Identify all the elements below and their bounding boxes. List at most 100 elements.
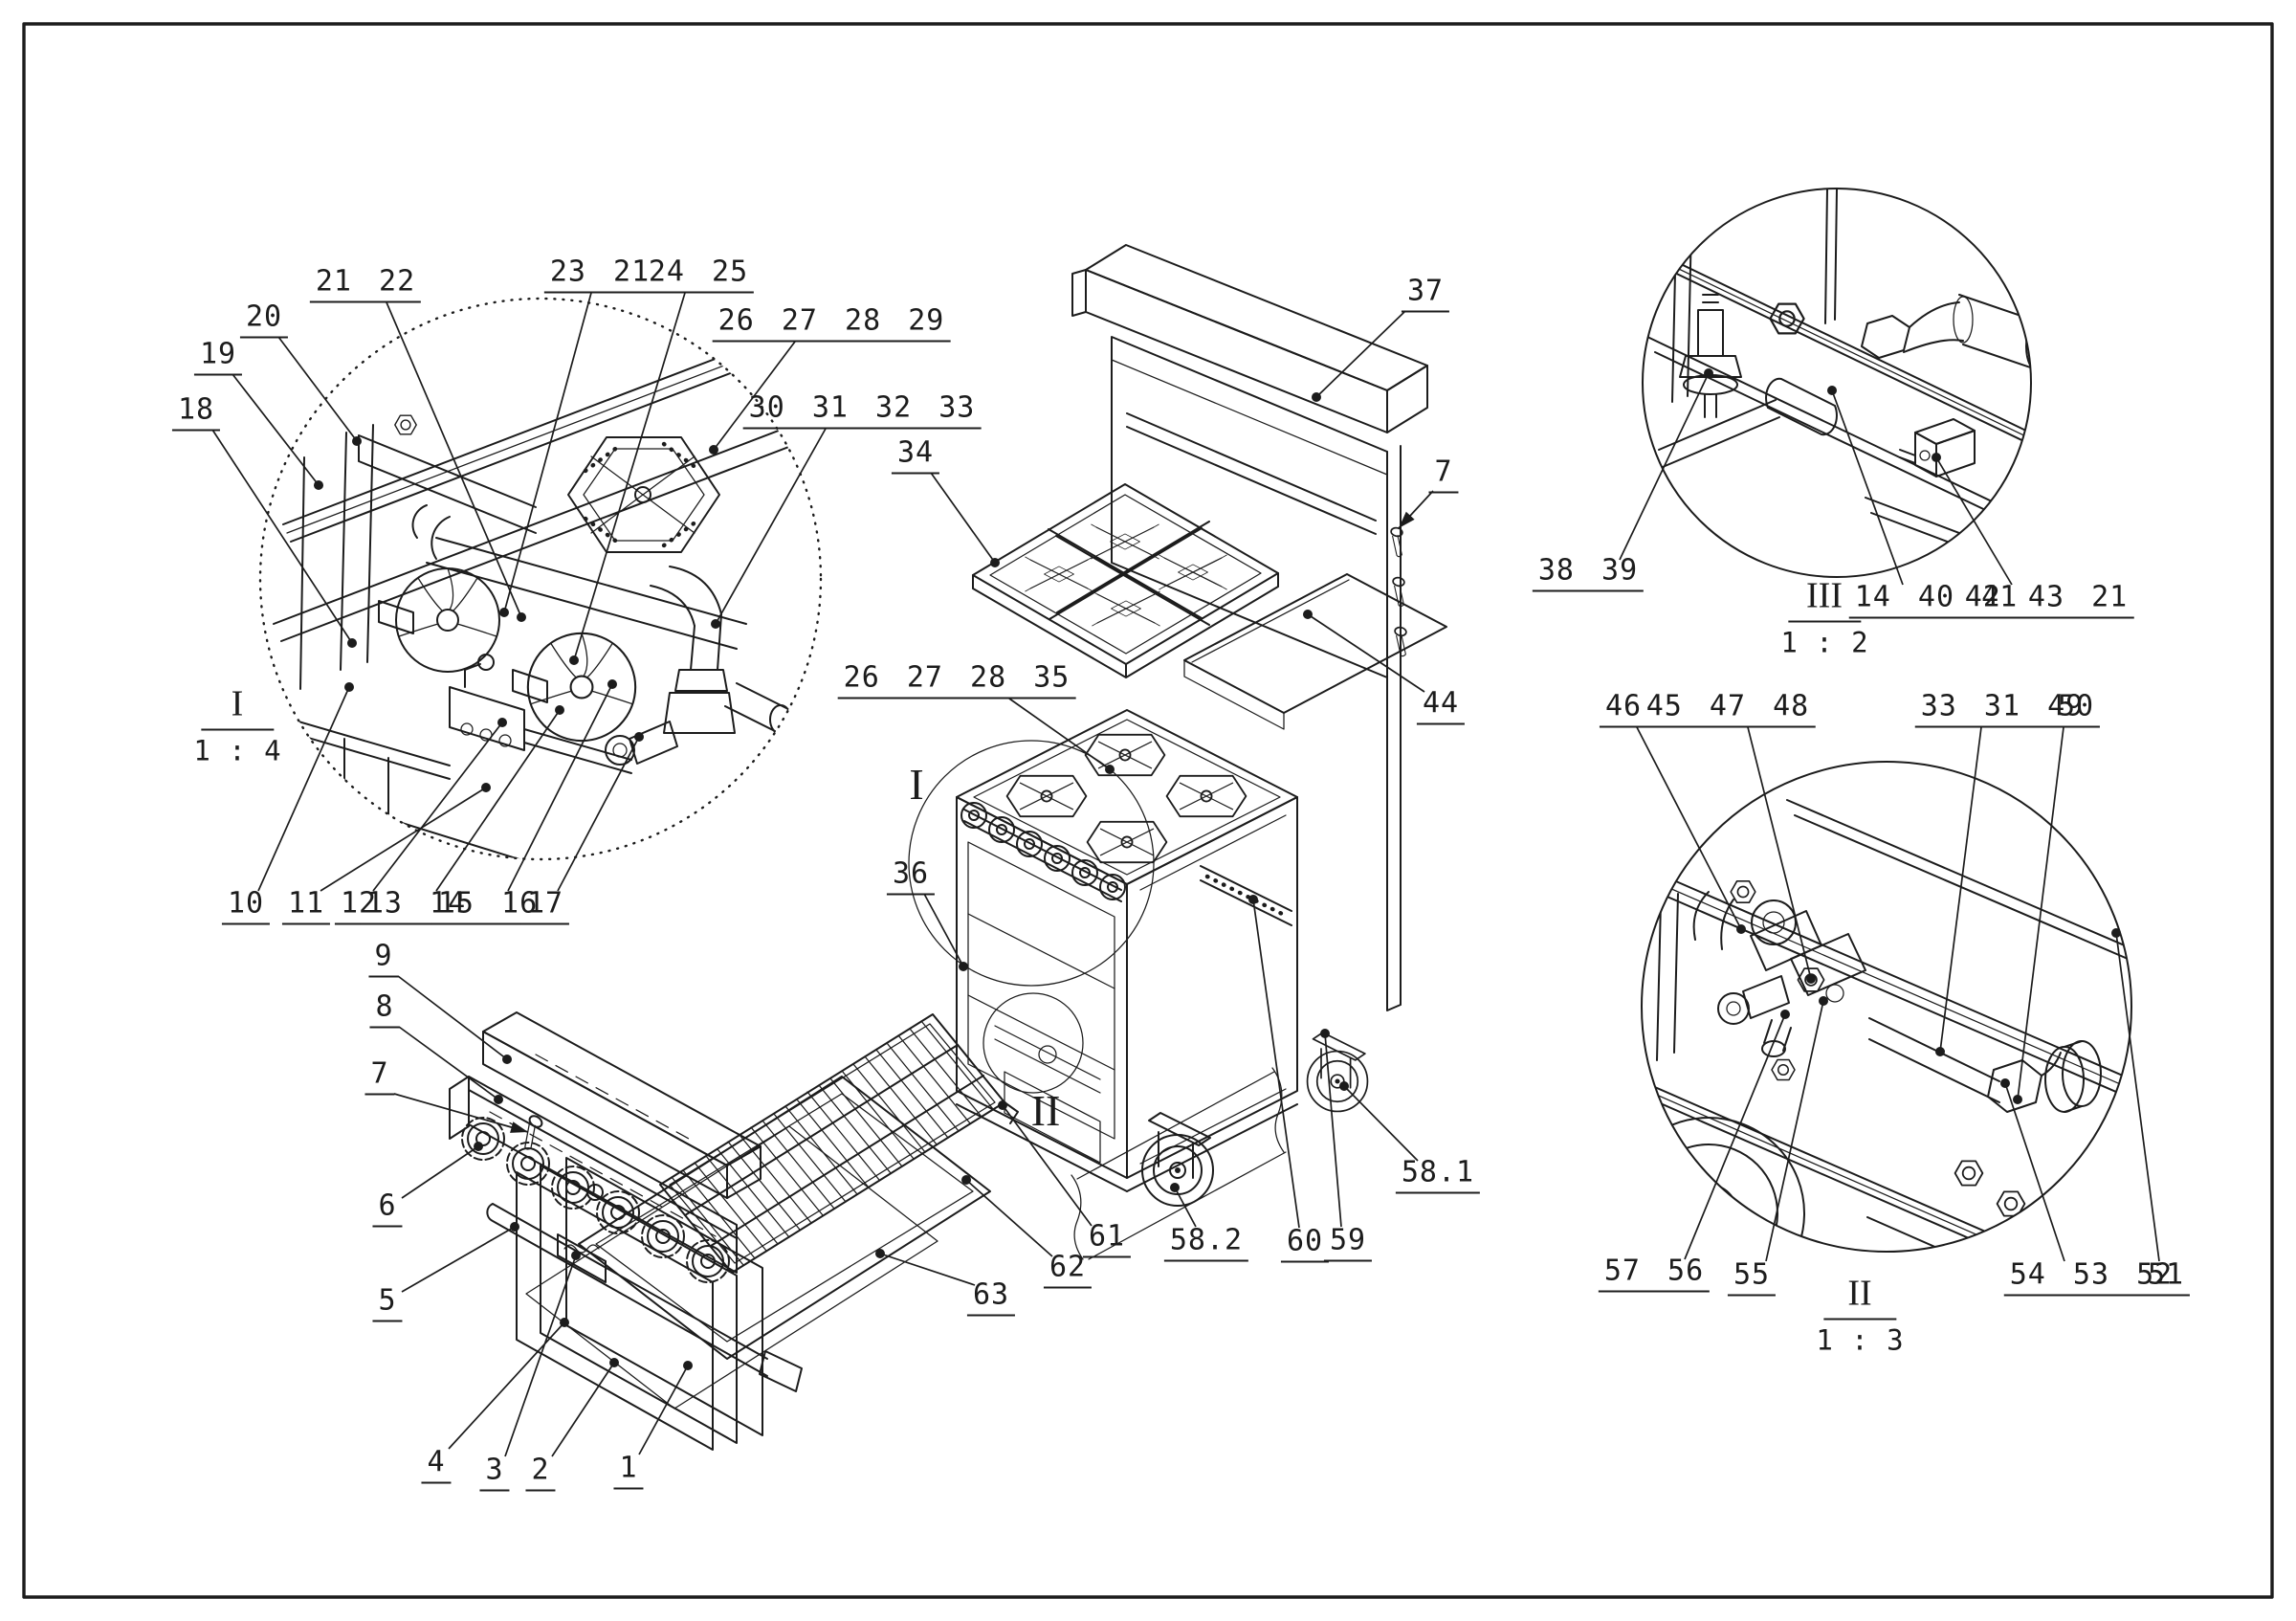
leader-dot bbox=[517, 612, 526, 622]
callout-5: 5 bbox=[372, 1286, 403, 1322]
leader-dot bbox=[1806, 974, 1816, 984]
leader-line bbox=[1747, 726, 1812, 980]
callout-61: 61 bbox=[1082, 1222, 1132, 1258]
leader-dot bbox=[2013, 1095, 2022, 1104]
leader-dot bbox=[1935, 1047, 1945, 1056]
callout-13-14: 13 14 bbox=[360, 889, 473, 925]
leader-dot bbox=[1170, 1183, 1180, 1192]
leader-dot bbox=[555, 705, 564, 715]
leader-dot bbox=[2000, 1078, 2010, 1088]
leader-line bbox=[715, 428, 827, 625]
leader-dot bbox=[1932, 453, 1941, 462]
leader-line bbox=[1935, 456, 2013, 586]
callout-15-16: 15 16 bbox=[431, 889, 544, 925]
leader-line bbox=[1002, 1104, 1093, 1227]
leader-line bbox=[1765, 1000, 1824, 1262]
detail-region-marker-I: I bbox=[909, 760, 924, 809]
leader-dot bbox=[711, 619, 720, 629]
callout-7: 7 bbox=[364, 1059, 395, 1096]
leader-line bbox=[2017, 726, 2064, 1100]
leader-dot bbox=[314, 480, 323, 490]
leader-line bbox=[2004, 1082, 2065, 1262]
leader-line bbox=[1174, 1187, 1197, 1228]
leader-dot bbox=[474, 1142, 483, 1151]
leader-dot bbox=[352, 436, 362, 446]
callout-14-40-41: 14 40 41 bbox=[1848, 583, 2024, 619]
leader-dot bbox=[1780, 1010, 1790, 1019]
leader-line bbox=[257, 686, 350, 892]
callout-59: 59 bbox=[1323, 1226, 1373, 1262]
callout-55: 55 bbox=[1727, 1260, 1777, 1297]
leader-dot bbox=[560, 1318, 569, 1327]
leader-dot bbox=[961, 1175, 971, 1185]
leader-line bbox=[386, 301, 522, 618]
callout-46: 46 bbox=[1599, 692, 1648, 728]
leader-dot bbox=[998, 1100, 1007, 1110]
leader-dot bbox=[1303, 610, 1313, 619]
leader-dot bbox=[607, 679, 617, 689]
callout-18: 18 bbox=[171, 395, 221, 432]
detail-scale-ratio: 1 : 3 bbox=[1816, 1323, 1904, 1357]
leader-line bbox=[393, 1093, 529, 1133]
leader-line bbox=[1315, 310, 1406, 398]
callout-50: 50 bbox=[2051, 692, 2101, 728]
callout-23-21: 23 21 bbox=[543, 257, 656, 294]
leader-dot bbox=[1819, 996, 1828, 1006]
leader-dot bbox=[634, 732, 644, 742]
leader-line bbox=[923, 893, 964, 967]
leader-dot bbox=[959, 962, 968, 971]
detail-marker-text: I bbox=[231, 683, 244, 724]
leader-line bbox=[551, 1362, 615, 1457]
leader-line bbox=[1831, 389, 1904, 586]
detail-scale-label-III: III 1 : 2 bbox=[1780, 578, 1867, 657]
callout-30-31-32-33: 30 31 32 33 bbox=[742, 393, 982, 430]
callout-33-31-49: 33 31 49 bbox=[1914, 692, 2090, 728]
leader-line bbox=[1252, 899, 1300, 1229]
leader-dot bbox=[2111, 928, 2121, 938]
leader-dot bbox=[571, 1251, 581, 1260]
callout-42-43-21: 42 43 21 bbox=[1958, 583, 2134, 619]
detail-marker-text: II bbox=[1847, 1273, 1872, 1314]
callout-54-53-52: 54 53 52 bbox=[2003, 1260, 2179, 1297]
callout-45-47-48: 45 47 48 bbox=[1640, 692, 1816, 728]
callout-11: 11 bbox=[281, 889, 331, 925]
leader-line bbox=[965, 1179, 1053, 1257]
leader-arrow bbox=[510, 1121, 528, 1133]
fraction-bar bbox=[1788, 620, 1861, 623]
leader-dot bbox=[875, 1249, 885, 1258]
callout-37: 37 bbox=[1401, 277, 1450, 313]
leader-line bbox=[1324, 1033, 1342, 1228]
leader-line bbox=[557, 736, 640, 892]
detail-scale-ratio: 1 : 2 bbox=[1780, 626, 1868, 659]
callout-62: 62 bbox=[1043, 1253, 1093, 1289]
callout-9: 9 bbox=[368, 942, 399, 978]
fraction-bar bbox=[201, 728, 274, 731]
leader-line bbox=[1684, 1013, 1786, 1260]
leader-line bbox=[1008, 698, 1111, 770]
leader-line bbox=[277, 336, 358, 442]
leader-line bbox=[573, 292, 686, 661]
leader-dot bbox=[494, 1095, 503, 1104]
callout-20: 20 bbox=[239, 302, 289, 339]
leader-line bbox=[507, 683, 613, 892]
leader-line bbox=[401, 1226, 516, 1293]
leader-line bbox=[1636, 726, 1742, 930]
detail-marker-text: III bbox=[1806, 575, 1843, 616]
callout-44: 44 bbox=[1416, 689, 1466, 725]
callout-19: 19 bbox=[193, 340, 243, 376]
callout-60: 60 bbox=[1280, 1227, 1330, 1263]
detail-scale-ratio: 1 : 4 bbox=[193, 734, 281, 767]
leader-line bbox=[448, 1321, 565, 1450]
leader-line bbox=[211, 429, 353, 644]
leader-line bbox=[503, 292, 592, 613]
leader-dot bbox=[709, 445, 718, 455]
callout-2: 2 bbox=[525, 1455, 556, 1492]
leader-line bbox=[713, 341, 796, 451]
sheet-border bbox=[22, 22, 2274, 1599]
leader-dot bbox=[683, 1361, 693, 1370]
leader-line bbox=[1343, 1085, 1419, 1162]
callout-21-22: 21 22 bbox=[309, 267, 422, 303]
leader-dot bbox=[1704, 368, 1713, 378]
